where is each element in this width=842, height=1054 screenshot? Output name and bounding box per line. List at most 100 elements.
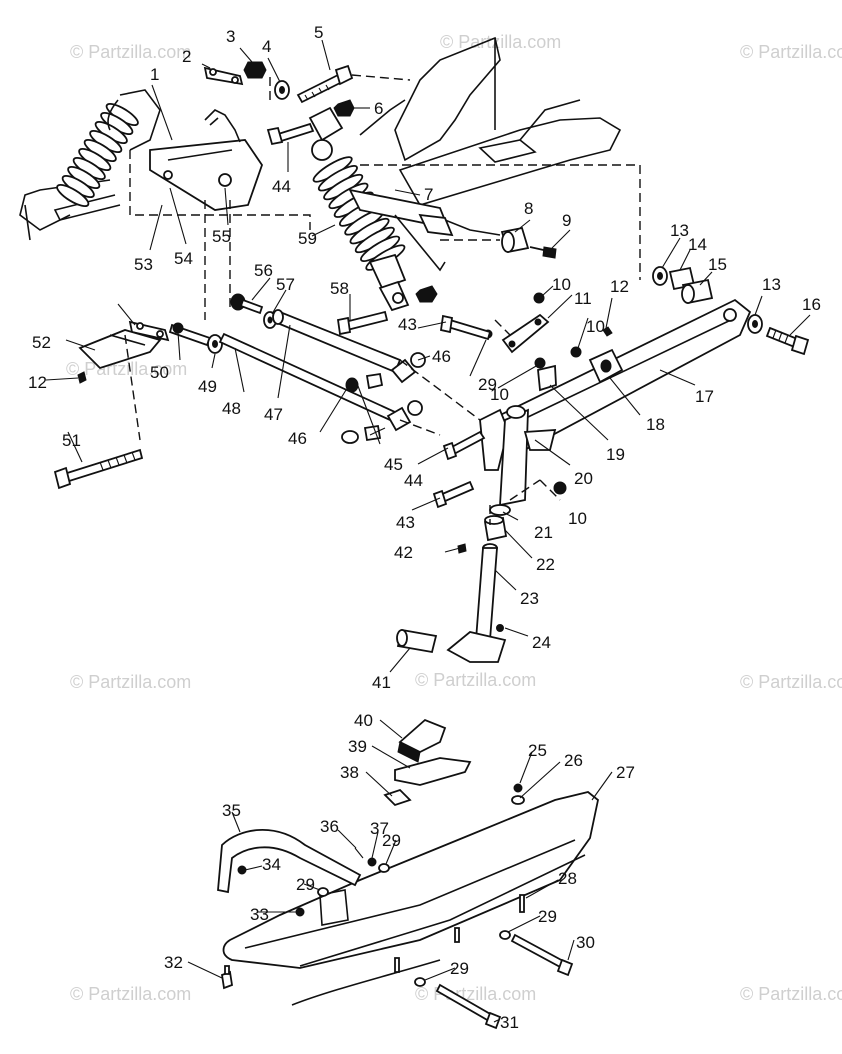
callout-2: 2 xyxy=(182,47,191,66)
callout-20: 20 xyxy=(574,469,593,488)
callout-58: 58 xyxy=(330,279,349,298)
callout-29: 29 xyxy=(478,375,497,394)
watermark-text: © Partzilla.com xyxy=(740,42,842,62)
watermark-text: © Partzilla.com xyxy=(740,672,842,692)
bracket-19 xyxy=(537,364,557,392)
callout-3: 3 xyxy=(226,27,235,46)
callout-14: 14 xyxy=(688,235,707,254)
callout-10: 10 xyxy=(568,509,587,528)
callout-17: 17 xyxy=(695,387,714,406)
plate-38 xyxy=(383,788,412,807)
callout-10: 10 xyxy=(490,385,509,404)
bracket-11 xyxy=(501,313,550,354)
callout-10: 10 xyxy=(586,317,605,336)
nut-6-lower xyxy=(415,285,438,303)
callout-29: 29 xyxy=(382,831,401,850)
wear-bar-40 xyxy=(397,718,447,763)
callout-51: 51 xyxy=(62,431,81,450)
callout-49: 49 xyxy=(198,377,217,396)
callout-59: 59 xyxy=(298,229,317,248)
watermark-text: © Partzilla.com xyxy=(415,670,536,690)
watermark-text: © Partzilla.com xyxy=(70,672,191,692)
callout-23: 23 xyxy=(520,589,539,608)
callout-13: 13 xyxy=(762,275,781,294)
nut-10-a xyxy=(533,292,545,304)
rivet-34 xyxy=(237,865,247,875)
callout-leaders xyxy=(45,39,811,1023)
callout-8: 8 xyxy=(524,199,533,218)
callout-46: 46 xyxy=(432,347,451,366)
callout-12: 12 xyxy=(28,373,47,392)
callout-46: 46 xyxy=(288,429,307,448)
callout-6: 6 xyxy=(374,99,383,118)
callout-16: 16 xyxy=(802,295,821,314)
callout-43: 43 xyxy=(396,513,415,532)
pin-36 xyxy=(354,847,364,859)
callout-32: 32 xyxy=(164,953,183,972)
nut-33 xyxy=(295,907,305,917)
callout-34: 34 xyxy=(262,855,281,874)
callout-38: 38 xyxy=(340,763,359,782)
bolt-31 xyxy=(414,977,502,1030)
ski-loop-35 xyxy=(217,829,362,894)
callout-11: 11 xyxy=(574,289,592,308)
bracket-1 xyxy=(149,109,263,211)
callout-29: 29 xyxy=(450,959,469,978)
bolt-50 xyxy=(168,322,212,347)
washer-29-ski-b xyxy=(317,887,329,897)
bolt-44-lower xyxy=(442,430,486,461)
nut-37 xyxy=(367,857,377,867)
callout-44: 44 xyxy=(272,177,291,196)
callout-50: 50 xyxy=(150,363,169,382)
bolt-24 xyxy=(496,624,504,632)
bracket-52 xyxy=(78,329,162,370)
callout-42: 42 xyxy=(394,543,413,562)
bolt-44-top xyxy=(266,122,315,146)
callout-9: 9 xyxy=(562,211,571,230)
callout-29: 29 xyxy=(296,875,315,894)
assembly-leader-lines xyxy=(124,74,641,525)
callout-1: 1 xyxy=(150,65,159,84)
bracket-39 xyxy=(394,757,472,786)
callout-55: 55 xyxy=(212,227,231,246)
callout-18: 18 xyxy=(646,415,665,434)
callout-54: 54 xyxy=(174,249,193,268)
bracket-18 xyxy=(588,348,624,384)
callout-28: 28 xyxy=(558,869,577,888)
callout-36: 36 xyxy=(320,817,339,836)
callout-43: 43 xyxy=(398,315,417,334)
callout-5: 5 xyxy=(314,23,323,42)
shock-absorber-59 xyxy=(308,106,410,312)
nut-3 xyxy=(243,61,267,79)
bolt-25 xyxy=(513,783,523,793)
callout-19: 19 xyxy=(606,445,625,464)
washer-49 xyxy=(207,334,223,354)
callout-52: 52 xyxy=(32,333,51,352)
callout-39: 39 xyxy=(348,737,367,756)
bolt-58 xyxy=(336,310,389,336)
bushing-22 xyxy=(483,515,508,542)
callout-21: 21 xyxy=(534,523,553,542)
callout-10: 10 xyxy=(552,275,571,294)
bolt-12-left xyxy=(77,371,87,384)
callout-48: 48 xyxy=(222,399,241,418)
bushing-15 xyxy=(681,278,714,305)
callout-4: 4 xyxy=(262,37,271,56)
callout-27: 27 xyxy=(616,763,635,782)
callout-31: 31 xyxy=(500,1013,519,1032)
callout-53: 53 xyxy=(134,255,153,274)
rear-shock-assembly xyxy=(19,89,161,241)
bolt-9 xyxy=(529,246,557,259)
washer-26 xyxy=(511,795,525,805)
watermark-text: © Partzilla.com xyxy=(440,32,561,52)
bolt-5 xyxy=(296,64,354,104)
washer-21 xyxy=(489,504,511,516)
callout-15: 15 xyxy=(708,255,727,274)
bolt-16 xyxy=(765,326,810,356)
bolt-32 xyxy=(220,965,234,990)
bolt-30 xyxy=(499,930,574,977)
callout-29: 29 xyxy=(538,907,557,926)
callout-45: 45 xyxy=(384,455,403,474)
